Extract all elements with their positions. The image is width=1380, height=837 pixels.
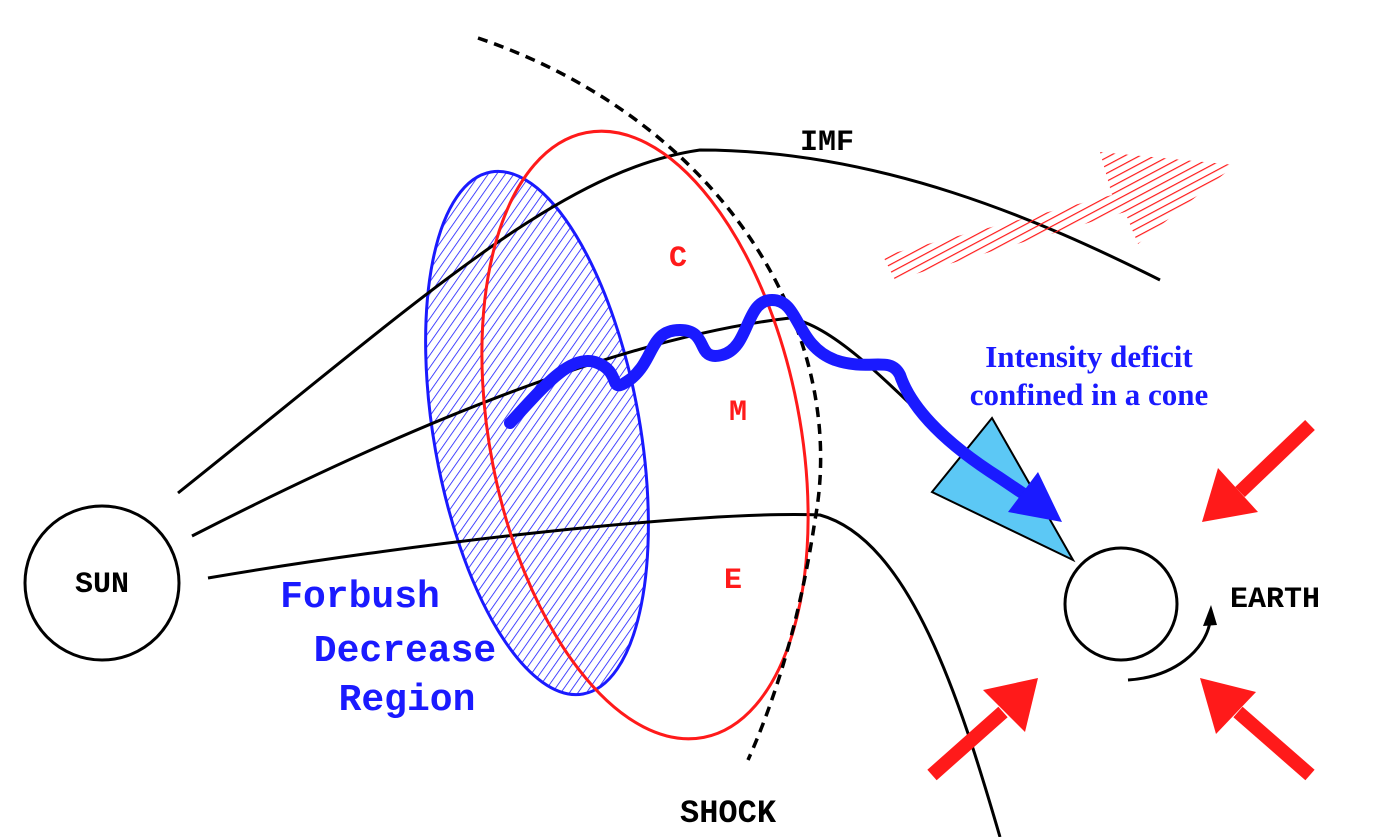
cme-motion-arrow-icon: [883, 152, 1235, 280]
compression-arrow-lower-right-icon: [1200, 678, 1315, 781]
deficit-label-line1: Intensity deficit: [985, 339, 1193, 374]
particle-path-wavy-line: [504, 294, 1046, 511]
forbush-label-line2: Decrease: [314, 630, 496, 673]
forbush-label-line3: Region: [339, 679, 476, 722]
imf-field-line-lower: [207, 513, 1002, 837]
compression-arrow-upper-right-icon: [1202, 419, 1315, 522]
forbush-label-line1: Forbush: [280, 576, 440, 619]
particle-path-arrowhead-icon: [1008, 472, 1062, 522]
cme-letter-c: C: [669, 242, 687, 276]
imf-label: IMF: [800, 126, 854, 160]
sun-label: SUN: [75, 568, 129, 602]
forbush-region-shape: [424, 169, 650, 697]
cme-letter-m: M: [729, 396, 747, 430]
sun-circle: [23, 504, 181, 662]
earth-label: EARTH: [1230, 583, 1320, 617]
imf-field-line-upper: [177, 148, 1161, 495]
earth-rotation-arrowhead-icon: [1203, 605, 1217, 626]
deficit-label-line2: confined in a cone: [970, 377, 1209, 412]
compression-arrow-lower-left-icon: [927, 678, 1038, 781]
earth-circle: [1063, 546, 1179, 662]
cme-letter-e: E: [724, 564, 742, 598]
shock-label: SHOCK: [680, 795, 777, 832]
cme-outline: [480, 129, 810, 741]
earth-rotation-arc: [1127, 621, 1212, 682]
